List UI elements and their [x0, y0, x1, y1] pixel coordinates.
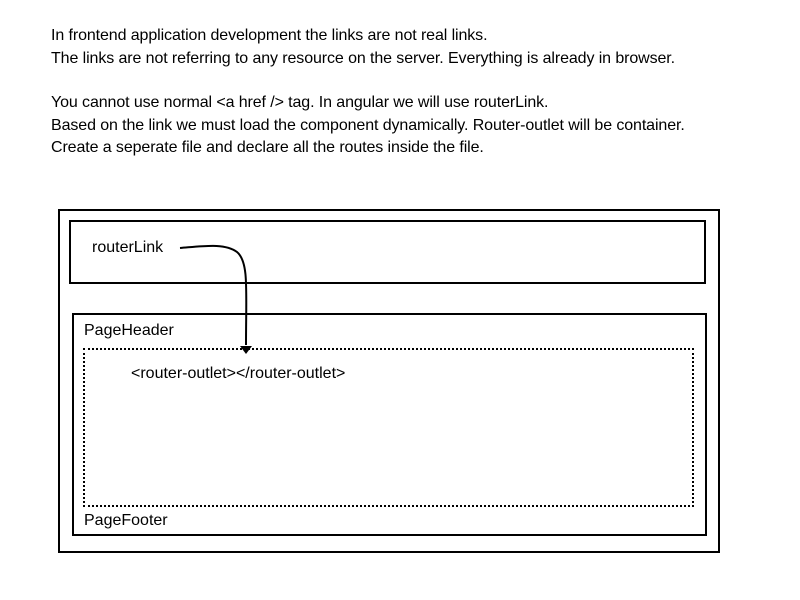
intro-notes: In frontend application development the …	[51, 25, 675, 70]
page-box	[72, 313, 707, 536]
note-line: Create a seperate file and declare all t…	[51, 139, 484, 156]
router-link-label: routerLink	[92, 239, 164, 256]
routing-notes: You cannot use normal <a href /> tag. In…	[51, 92, 685, 160]
navigation-box	[69, 220, 706, 284]
router-outlet-container	[83, 348, 694, 507]
router-outlet-label: <router-outlet></router-outlet>	[131, 365, 346, 382]
app-frame	[58, 209, 720, 553]
note-line: The links are not referring to any resou…	[51, 49, 675, 67]
note-line: In frontend application development the …	[51, 27, 488, 44]
page-footer-label: PageFooter	[84, 512, 168, 529]
note-line: Based on the link we must load the compo…	[51, 116, 685, 134]
note-line: You cannot use normal <a href /> tag. In…	[51, 94, 549, 111]
page-header-label: PageHeader	[84, 322, 174, 339]
